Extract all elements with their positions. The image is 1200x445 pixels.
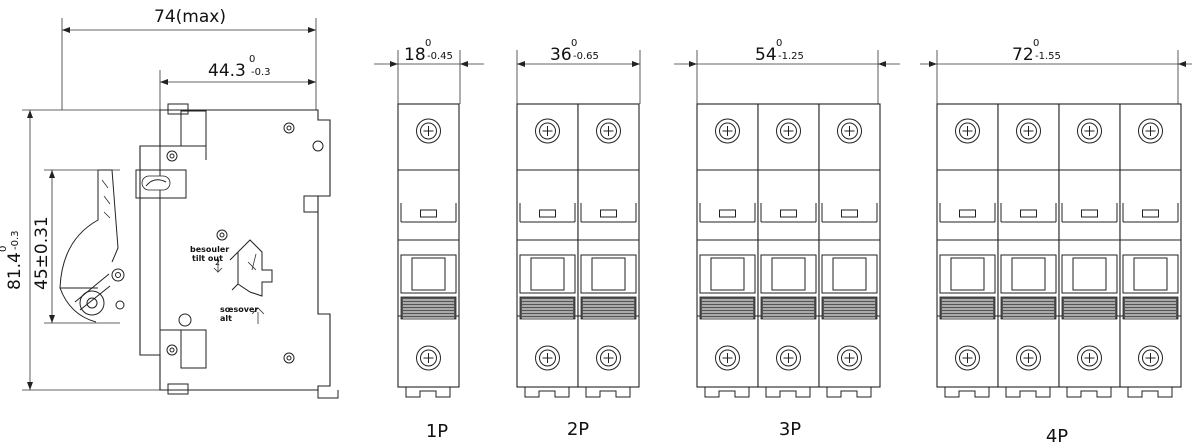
mechanism-label-bottom-2: alt — [220, 314, 232, 323]
terminal-screw-icon — [1138, 345, 1163, 371]
pole-module-2P-1 — [516, 103, 579, 398]
height-dimension-sup: 0 — [0, 246, 9, 252]
terminal-screw-icon — [1077, 345, 1102, 371]
terminal-screw-icon — [1138, 118, 1163, 144]
rail-dimension-sub: -0.3 — [251, 67, 271, 78]
pole-module-3P-3 — [818, 103, 881, 398]
mechanism-arrow-num-top: 2 — [215, 258, 220, 267]
mechanism-label-top-2: tilt out — [192, 254, 223, 263]
pole-module-4P-4 — [1119, 103, 1182, 398]
breaker-poles — [397, 103, 1182, 398]
side-view: 74(max) 44.3 0 -0.3 81.4 0 -0.3 45±0.31 — [0, 7, 339, 399]
width-3p-sub: -1.25 — [778, 51, 804, 62]
terminal-screw-icon — [1077, 118, 1102, 144]
terminal-screw-icon — [1016, 345, 1041, 371]
front-view-4p: 72 0 -1.55 4P — [920, 38, 1192, 445]
terminal-screw-icon — [1016, 118, 1041, 144]
width-4p-sub: -1.55 — [1035, 51, 1061, 62]
width-1p-sub: -0.45 — [427, 51, 453, 62]
rail-dimension-base: 44.3 — [208, 61, 246, 81]
terminal-screw-icon — [776, 345, 801, 371]
caption-4p: 4P — [1046, 426, 1068, 445]
pole-module-4P-2 — [997, 103, 1060, 398]
width-2p-sup: 0 — [571, 38, 577, 49]
pole-module-4P-1 — [936, 103, 999, 398]
terminal-screw-icon — [776, 118, 801, 144]
terminal-screw-icon — [535, 118, 560, 144]
height-dimension-base: 81.4 — [5, 252, 25, 290]
terminal-screw-icon — [955, 345, 980, 371]
rail-dimension-sup: 0 — [249, 54, 255, 65]
width-2p-base: 36 — [550, 45, 572, 65]
width-1p-base: 18 — [404, 45, 426, 65]
terminal-screw-icon — [535, 345, 560, 371]
terminal-screw-icon — [955, 118, 980, 144]
caption-3p: 3P — [779, 419, 801, 440]
inner-height-label: 45±0.31 — [32, 216, 52, 290]
pole-module-1P-1 — [397, 103, 460, 398]
width-2p-sub: -0.65 — [573, 51, 599, 62]
terminal-screw-icon — [837, 345, 862, 371]
pole-module-4P-3 — [1058, 103, 1121, 398]
terminal-screw-icon — [715, 118, 740, 144]
pole-module-2P-2 — [577, 103, 640, 398]
terminal-screw-icon — [715, 345, 740, 371]
rail-dimension-label: 44.3 — [208, 61, 246, 81]
width-4p-base: 72 — [1012, 45, 1034, 65]
front-view-3p: 54 0 -1.25 3P — [674, 38, 900, 440]
terminal-screw-icon — [596, 118, 621, 144]
width-3p-base: 54 — [755, 45, 777, 65]
front-view-2p: 36 0 -0.65 2P — [516, 38, 641, 440]
caption-1p: 1P — [426, 421, 448, 442]
terminal-screw-icon — [837, 118, 862, 144]
width-1p-sup: 0 — [425, 38, 431, 49]
overall-width-label: 74(max) — [154, 7, 226, 27]
terminal-screw-icon — [416, 118, 441, 144]
height-dimension-sub: -0.3 — [10, 230, 21, 250]
front-view-1p: 18 0 -0.45 1P — [374, 38, 484, 442]
mechanism-label-bottom-1: sœsover — [220, 305, 258, 314]
width-3p-sup: 0 — [776, 38, 782, 49]
mechanism-label-top-1: besouler — [190, 245, 229, 254]
terminal-screw-icon — [416, 345, 441, 371]
caption-2p: 2P — [567, 419, 589, 440]
pole-module-3P-1 — [696, 103, 759, 398]
pole-module-3P-2 — [757, 103, 820, 398]
width-4p-sup: 0 — [1033, 38, 1039, 49]
terminal-screw-icon — [596, 345, 621, 371]
